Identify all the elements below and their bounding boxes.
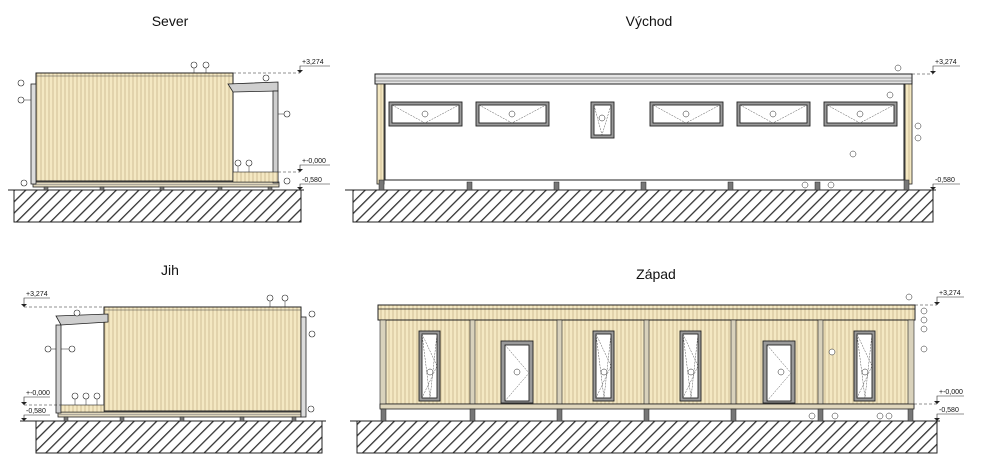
west-level-top: +3,274 xyxy=(939,290,961,297)
north-wall-cladding xyxy=(35,72,234,182)
south-elevation: +3,274 +-0,000 -0,580 xyxy=(20,291,326,454)
north-ground-hatch xyxy=(13,189,302,223)
north-level-floor: +-0,000 xyxy=(302,158,326,165)
north-terrace-roof xyxy=(227,81,279,93)
south-level-ground: -0,580 xyxy=(26,408,46,415)
south-ground-hatch xyxy=(35,420,323,454)
east-roof-fascia xyxy=(374,73,913,85)
east-level-top: +3,274 xyxy=(935,59,957,66)
south-level-floor: +-0,000 xyxy=(26,390,50,397)
west-level-ground: -0,580 xyxy=(939,407,959,414)
east-level-ground: -0,580 xyxy=(935,177,955,184)
west-elevation-title: Západ xyxy=(636,266,676,282)
west-elevation: +3,274 +-0,000 -0,580 xyxy=(350,290,964,454)
east-wall xyxy=(384,83,905,181)
south-level-top: +3,274 xyxy=(26,291,48,298)
north-elevation: +3,274 +-0,000 -0,580 xyxy=(8,59,330,223)
north-level-top: +3,274 xyxy=(302,59,324,66)
south-terrace-roof xyxy=(55,313,109,326)
west-roof-band xyxy=(377,304,916,321)
south-wall-cladding xyxy=(103,306,302,412)
north-level-ground: -0,580 xyxy=(302,177,322,184)
west-ground-hatch xyxy=(356,420,938,454)
east-ground-hatch xyxy=(352,189,934,223)
west-level-floor: +-0,000 xyxy=(939,389,963,396)
east-elevation: +3,274 -0,580 xyxy=(345,59,960,223)
north-elevation-title: Sever xyxy=(151,13,189,29)
south-elevation-title: Jih xyxy=(161,262,179,278)
west-openings xyxy=(418,330,876,404)
east-elevation-title: Východ xyxy=(625,13,673,29)
